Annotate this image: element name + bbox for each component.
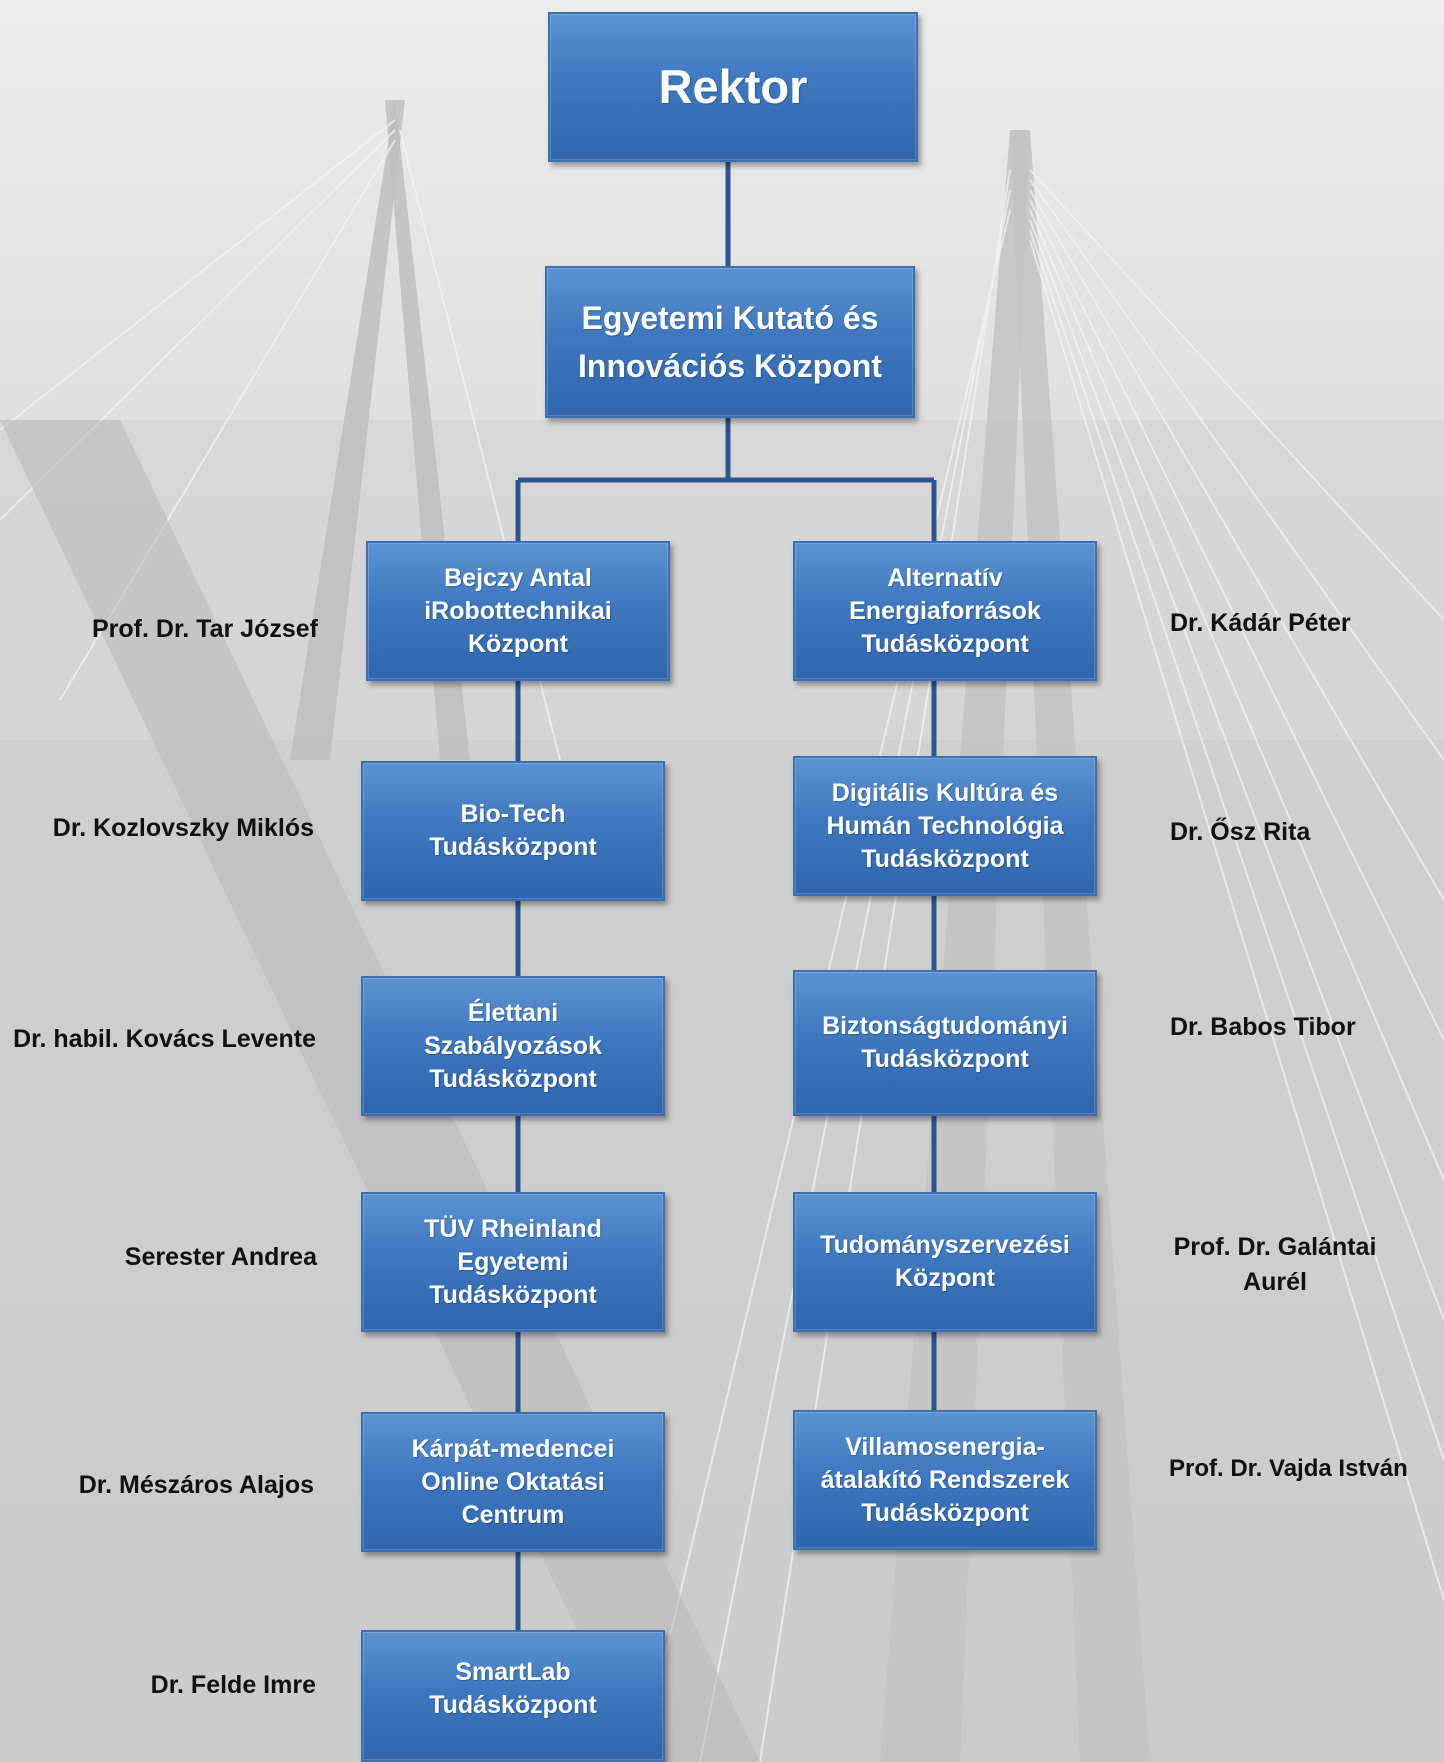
unit-label-line: Biztonságtudományi (822, 1012, 1068, 1040)
unit-box-smartlab: SmartLab Tudásközpont (361, 1630, 665, 1762)
unit-label-line: Tudásközpont (861, 1498, 1029, 1527)
unit-label-line: Tudásközpont (861, 844, 1029, 873)
unit-label-line: Tudásközpont (429, 1064, 597, 1093)
unit-label-line: Központ (468, 629, 568, 658)
unit-label-line: Tudásközpont (429, 1280, 597, 1309)
unit-label-line: iRobottechnikai (424, 596, 612, 625)
unit-label-line: Tudományszervezési (820, 1231, 1070, 1259)
unit-box-tudomanyszervezes: Tudományszervezési Központ (793, 1192, 1097, 1332)
person-name-biotech: Dr. Kozlovszky Miklós (52, 814, 314, 842)
unit-label-line: Digitális Kultúra és (831, 778, 1059, 807)
unit-label-line: Humán Technológia (826, 811, 1064, 840)
person-name-bejczy: Prof. Dr. Tar József (92, 615, 318, 643)
unit-box-villamosenergia: Villamosenergia- átalakító Rendszerek Tu… (793, 1410, 1097, 1550)
unit-label-line: Egyetemi (457, 1247, 569, 1276)
unit-label-line: Szabályozások (424, 1031, 602, 1060)
unit-box-biztonsag: Biztonságtudományi Tudásközpont (793, 970, 1097, 1116)
unit-label-line: Kárpát-medencei (411, 1434, 615, 1463)
unit-label-line: Bejczy Antal (444, 563, 592, 592)
unit-box-bejczy: Bejczy Antal iRobottechnikai Központ (366, 541, 670, 681)
unit-label-line: Tudásközpont (861, 629, 1029, 658)
unit-box-biotech: Bio-Tech Tudásközpont (361, 761, 665, 901)
unit-label-line: Alternatív (887, 563, 1003, 592)
unit-box-alternativ: Alternatív Energiaforrások Tudásközpont (793, 541, 1097, 681)
unit-box-elettani: Élettani Szabályozások Tudásközpont (361, 976, 665, 1116)
person-name-digitalis: Dr. Ősz Rita (1170, 818, 1311, 846)
unit-label-line: Centrum (461, 1500, 565, 1529)
unit-label-line: Villamosenergia- (845, 1432, 1045, 1461)
unit-box-karpat: Kárpát-medencei Online Oktatási Centrum (361, 1412, 665, 1552)
unit-label-line: Tudásközpont (861, 1045, 1029, 1073)
person-name-smartlab: Dr. Felde Imre (150, 1671, 316, 1699)
research-center-label-line-1: Egyetemi Kutató és (581, 300, 879, 336)
unit-box-tuv: TÜV Rheinland Egyetemi Tudásközpont (361, 1192, 665, 1332)
person-name-karpat: Dr. Mészáros Alajos (78, 1471, 314, 1499)
unit-label-line: Élettani (467, 998, 559, 1027)
unit-label-line: átalakító Rendszerek (820, 1465, 1070, 1494)
person-name-elettani: Dr. habil. Kovács Levente (13, 1025, 316, 1053)
unit-label-line: Tudásközpont (429, 1691, 597, 1719)
research-center-label-line-2: Innovációs Központ (578, 348, 882, 384)
unit-label-line: Tudásközpont (429, 833, 597, 861)
person-name-tuv: Serester Andrea (124, 1243, 317, 1271)
unit-label-line: Online Oktatási (421, 1467, 605, 1496)
rektor-label: Rektor (658, 59, 808, 113)
unit-label-line: Központ (895, 1264, 995, 1292)
research-center-box: Egyetemi Kutató és Innovációs Központ (545, 266, 915, 418)
unit-label-line: TÜV Rheinland (424, 1214, 602, 1243)
unit-box-digitalis: Digitális Kultúra és Humán Technológia T… (793, 756, 1097, 896)
unit-label-line: Energiaforrások (849, 596, 1041, 625)
person-name-alternativ: Dr. Kádár Péter (1170, 609, 1351, 637)
unit-label-line: SmartLab (455, 1658, 571, 1686)
person-name-biztonsag: Dr. Babos Tibor (1170, 1013, 1356, 1041)
rektor-box: Rektor (548, 12, 918, 162)
person-name-villamosenergia: Prof. Dr. Vajda István (1169, 1455, 1408, 1482)
person-name-tudomanyszervezes: Prof. Dr. Galántai Aurél (1173, 1233, 1377, 1296)
unit-label-line: Bio-Tech (460, 800, 566, 828)
